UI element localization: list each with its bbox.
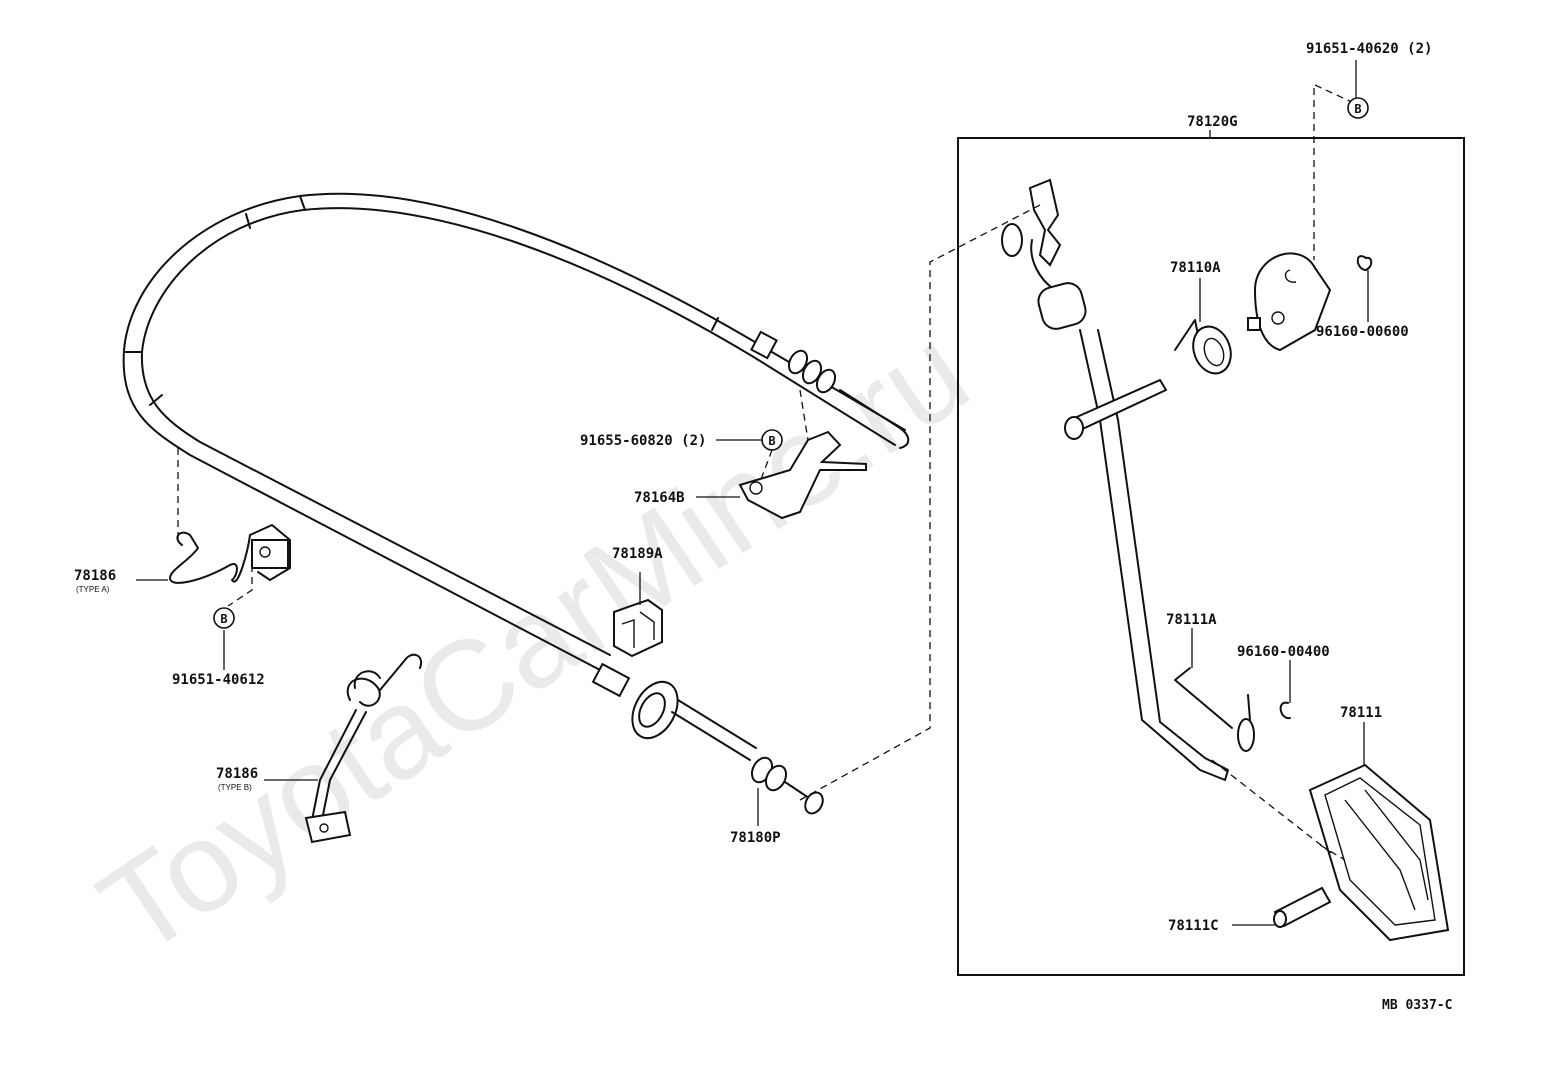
assembly-box-78120G bbox=[957, 137, 1465, 976]
label-type-b: (TYPE B) bbox=[218, 783, 252, 792]
label-78120G: 78120G bbox=[1187, 114, 1238, 130]
clamp-78189A bbox=[613, 598, 663, 658]
label-78186-type-b: 78186 bbox=[216, 766, 258, 782]
label-91651-40612: 91651-40612 bbox=[172, 672, 265, 688]
label-91655-60820: 91655-60820 (2) bbox=[580, 433, 706, 449]
label-78180P: 78180P bbox=[730, 830, 781, 846]
label-78111C: 78111C bbox=[1168, 918, 1219, 934]
accelerator-cable bbox=[122, 192, 910, 815]
watermark: ToyotaCarMine.ru bbox=[76, 300, 993, 983]
torsion-spring-78110A bbox=[1174, 319, 1232, 375]
connection-lines bbox=[177, 84, 1357, 861]
label-78111: 78111 bbox=[1340, 705, 1382, 721]
pedal-lever bbox=[1001, 178, 1229, 781]
pin-78111C bbox=[1273, 886, 1332, 928]
label-91651-40620: 91651-40620 (2) bbox=[1306, 41, 1432, 57]
retainer-96160-00400 bbox=[1279, 701, 1291, 720]
label-96160-00600: 96160-00600 bbox=[1316, 324, 1409, 340]
bolt-marker-top: B bbox=[1347, 97, 1369, 119]
label-type-a: (TYPE A) bbox=[76, 585, 110, 594]
pedal-pad-78111 bbox=[1308, 763, 1450, 942]
leader-lines bbox=[136, 60, 1369, 926]
spring-78111A bbox=[1174, 667, 1255, 752]
svg-text:B: B bbox=[768, 434, 775, 448]
diagram-code: MB 0337-C bbox=[1382, 998, 1452, 1013]
spring-78186-type-b bbox=[304, 653, 423, 844]
svg-text:B: B bbox=[220, 612, 227, 626]
bolt-marker-left: B bbox=[213, 607, 235, 629]
svg-text:B: B bbox=[1354, 102, 1361, 116]
spring-78186-type-a bbox=[169, 524, 291, 584]
bolt-marker-mid: B bbox=[761, 429, 783, 451]
pedal-stopper bbox=[1247, 252, 1332, 352]
retainer-96160-00600 bbox=[1356, 255, 1373, 271]
label-78189A: 78189A bbox=[612, 546, 663, 562]
label-78111A: 78111A bbox=[1166, 612, 1217, 628]
label-96160-00400: 96160-00400 bbox=[1237, 644, 1330, 660]
label-78186-type-a: 78186 bbox=[74, 568, 116, 584]
label-78110A: 78110A bbox=[1170, 260, 1221, 276]
label-78164B: 78164B bbox=[634, 490, 685, 506]
